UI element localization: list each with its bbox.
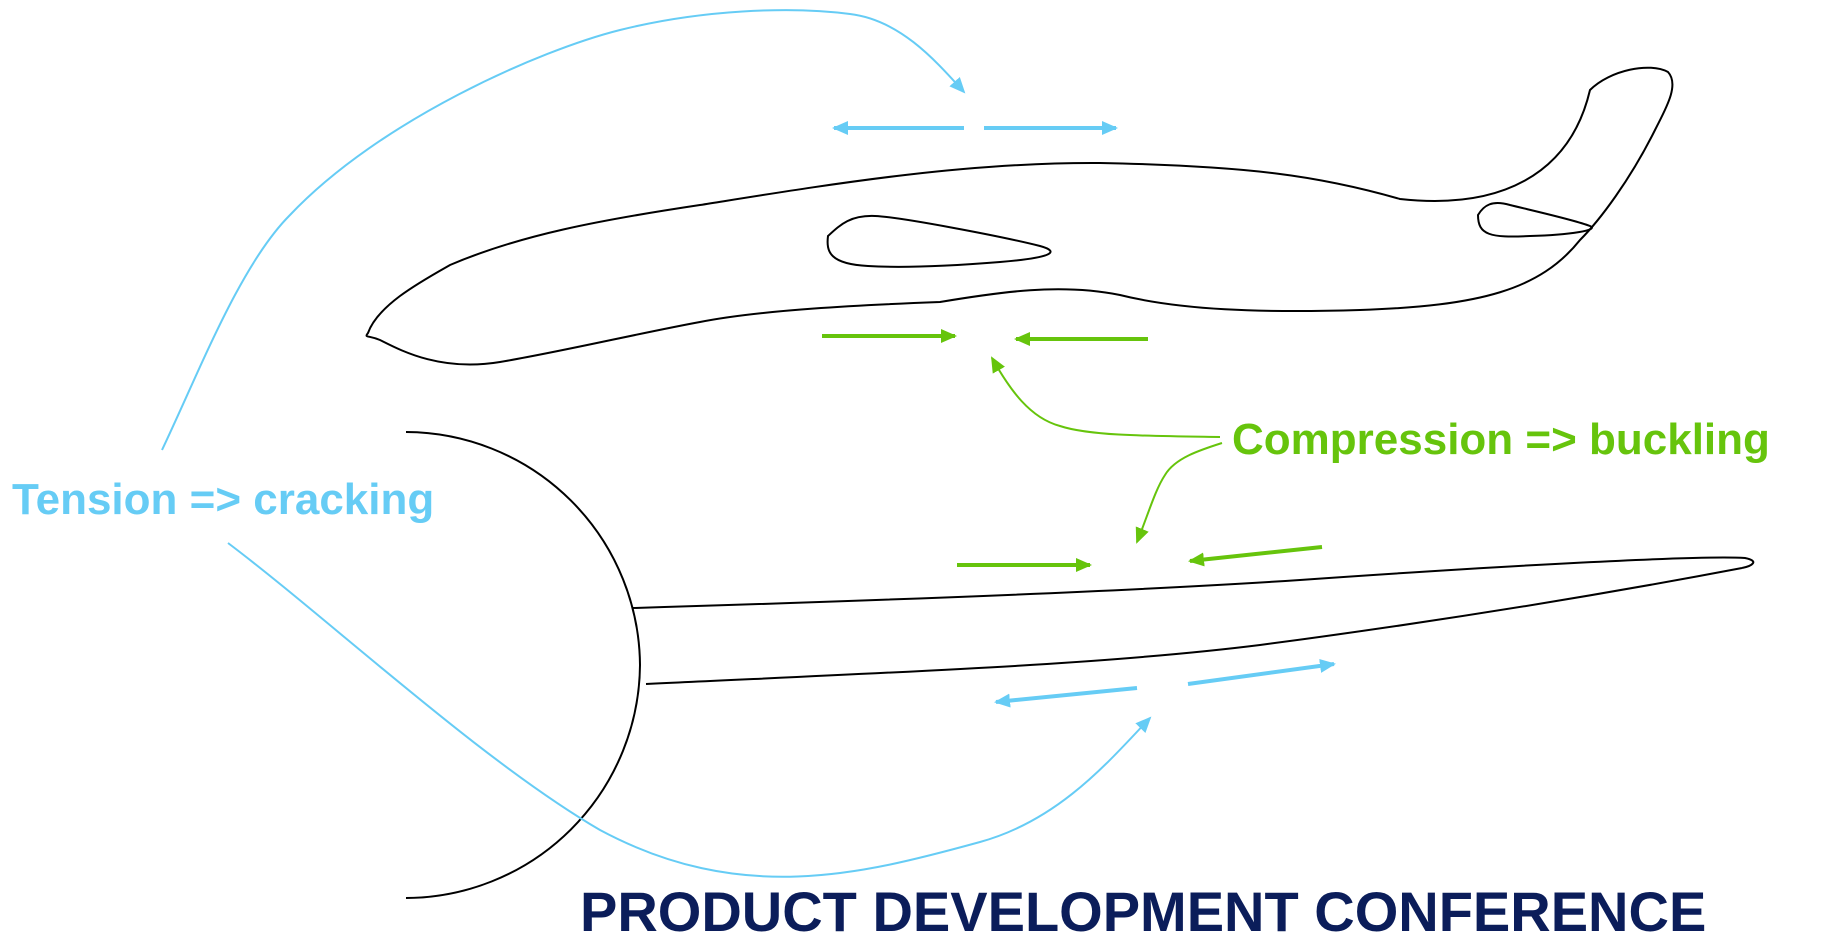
compression-leaders: [991, 356, 1223, 544]
compression-leader-lower: [1135, 442, 1223, 544]
compression-leader-upper: [991, 356, 1221, 438]
wing-section-outline: [405, 431, 1755, 899]
tailplane-outline: [1476, 202, 1593, 238]
wing-root-fairing: [826, 214, 1052, 268]
wing-tension-arrows: [994, 658, 1336, 708]
tension-leader-lower: [227, 542, 1152, 878]
tension-leaders: [161, 9, 1152, 878]
wing-upper-surface: [632, 556, 1755, 609]
tension-label: Tension => cracking: [12, 475, 435, 524]
tension-leader-upper: [161, 9, 966, 451]
fuselage-compression-arrows: [822, 329, 1148, 346]
aircraft-outline: [365, 66, 1674, 366]
compression-label: Compression => buckling: [1232, 415, 1770, 464]
wing-compression-arrow-left: [1188, 545, 1323, 567]
conference-footer-text: PRODUCT DEVELOPMENT CONFERENCE: [580, 880, 1707, 943]
wing-lower-surface: [645, 567, 1743, 685]
fuselage-outline: [365, 66, 1674, 366]
fuselage-circle-arc: [405, 431, 642, 899]
wing-tension-arrow-right: [1187, 658, 1336, 686]
stress-diagram: [161, 9, 1755, 899]
wing-compression-arrows: [957, 545, 1323, 572]
wing-tension-arrow-left: [994, 686, 1138, 708]
